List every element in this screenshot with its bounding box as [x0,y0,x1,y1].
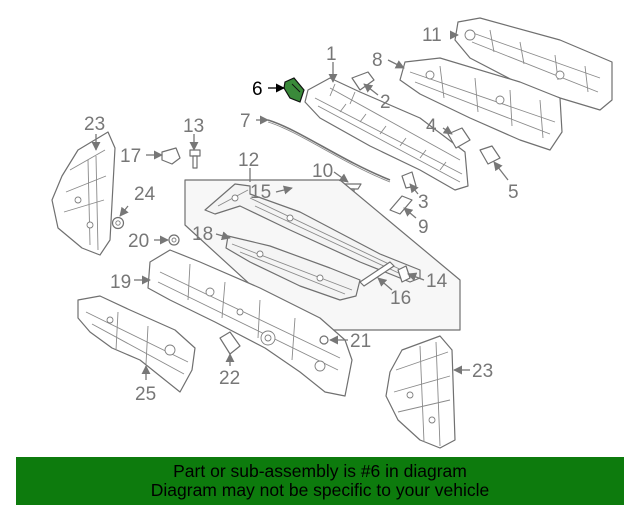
callout-labels: 1 2 3 4 5 6 7 8 9 10 11 12 13 14 15 16 1… [84,25,519,405]
callout-7: 7 [240,111,251,132]
part-15-brace [204,183,421,283]
callout-18: 18 [192,224,213,245]
part-13-bolt [189,149,201,169]
callout-6: 6 [252,79,263,100]
callout-9: 9 [418,217,429,238]
callout-14: 14 [426,271,448,292]
part-21-grommet [319,335,329,345]
parts-diagram: 1 2 3 4 5 6 7 8 9 10 11 12 13 14 15 16 1… [51,17,613,449]
leader-lines [91,30,509,380]
part-18-lower-brace [225,235,361,301]
callout-19: 19 [110,272,131,293]
callout-16: 16 [390,288,411,309]
callout-21: 21 [350,331,371,352]
callout-13: 13 [183,116,204,137]
part-17-clip [161,147,181,165]
part-7-seal [267,119,391,183]
callout-22: 22 [219,368,240,389]
callout-1: 1 [326,44,337,65]
part-20-grommet [168,234,180,246]
callout-4: 4 [426,116,437,137]
callout-15: 15 [250,182,271,203]
part-25-lower-panel [77,295,196,393]
part-1-cowl-top [304,77,469,191]
callout-23-left: 23 [84,114,105,135]
callout-20: 20 [128,231,149,252]
part-23-left-side-panel [51,131,116,256]
callout-23-right: 23 [472,361,493,382]
part-19-dash-panel [147,249,353,397]
part-2-bracket [351,71,375,91]
part-6-highlighted [283,77,305,103]
callout-2: 2 [380,92,391,113]
part-24-washer [111,216,125,230]
part-11-upper-panel [454,17,613,111]
callout-10: 10 [312,161,333,182]
part-4-bracket [447,127,471,149]
banner-line-disclaimer: Diagram may not be specific to your vehi… [150,480,490,500]
callout-11: 11 [422,25,442,46]
part-5-pad [479,145,501,165]
callout-24: 24 [134,184,156,205]
callout-3: 3 [418,192,429,213]
part-8-cowl-panel [399,57,563,151]
banner-line-part: Part or sub-assembly is #6 in diagram [173,461,467,481]
part-22-panel [219,331,241,355]
callout-12: 12 [238,150,259,171]
part-23-right-side-panel [385,335,456,449]
callout-5: 5 [508,182,519,203]
info-banner: Part or sub-assembly is #6 in diagram Di… [16,457,624,505]
callout-8: 8 [372,50,383,71]
part-9-bracket [389,195,413,215]
part-3-clip [401,171,417,189]
callout-25: 25 [135,384,156,405]
callout-17: 17 [120,146,141,167]
part-16-strip [359,261,395,287]
